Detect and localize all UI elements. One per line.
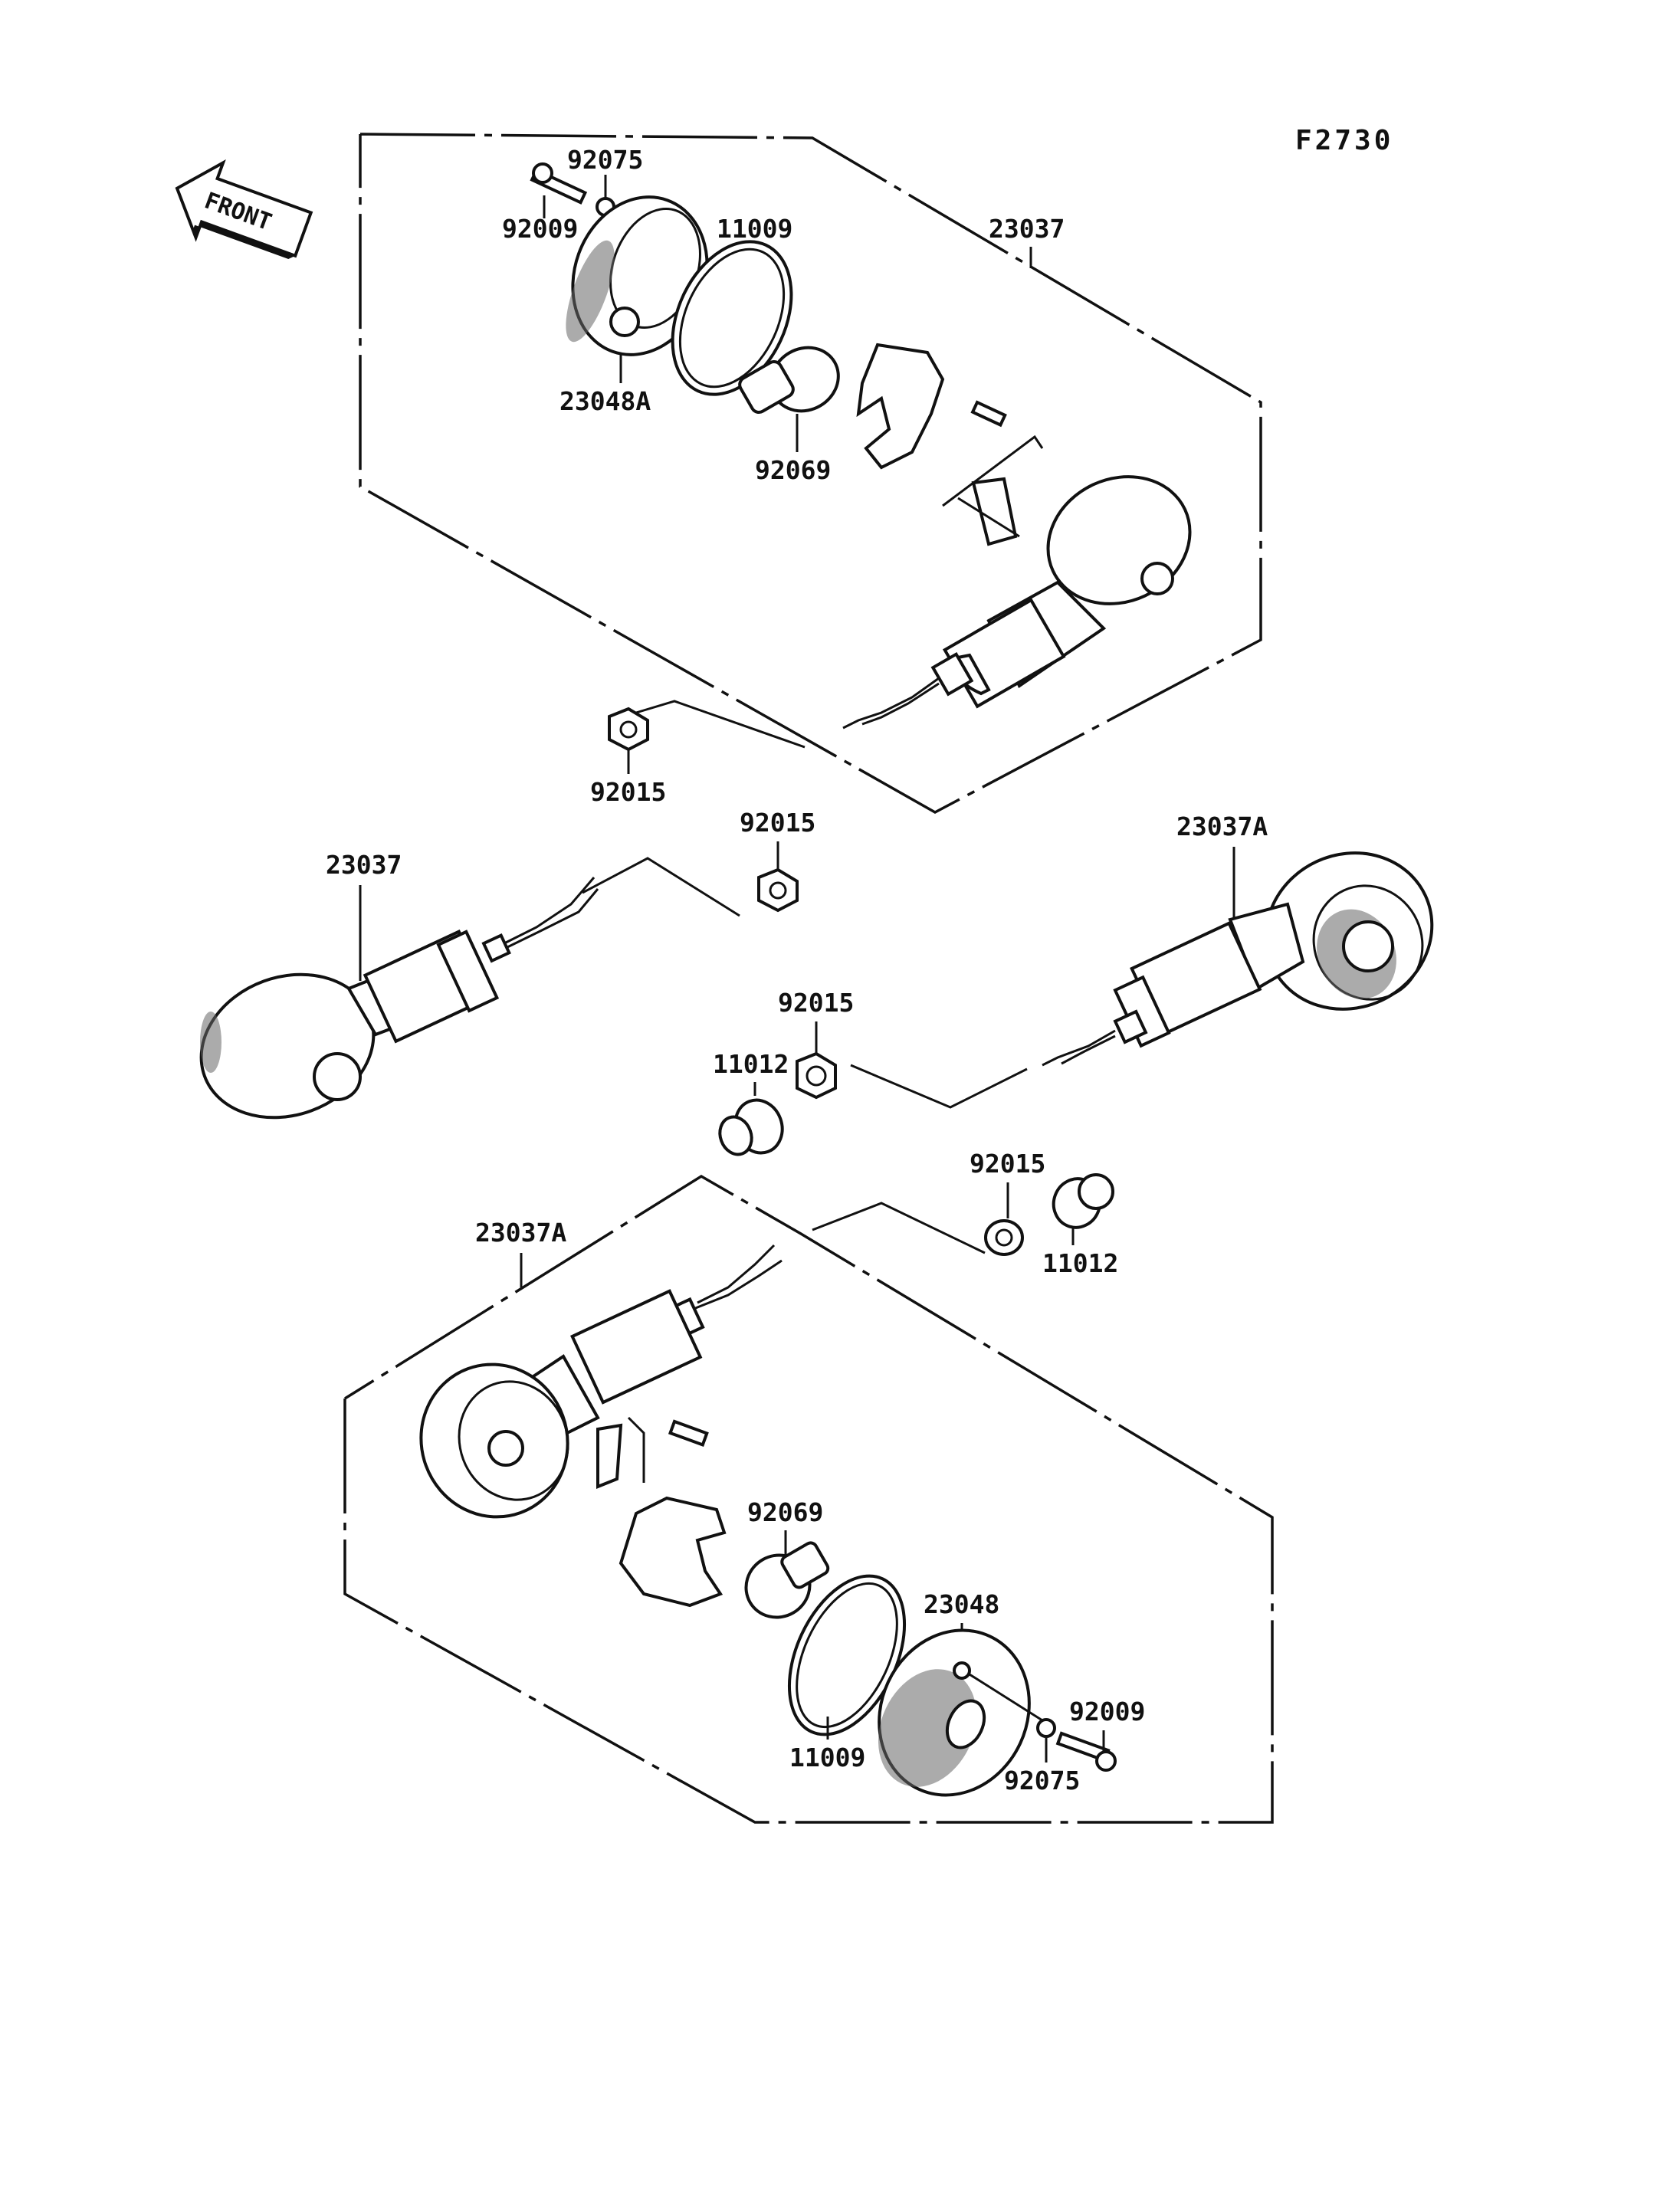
- top-group: 23037 92075 92009 11009 23048A 9206: [359, 133, 1262, 814]
- turn-signal-23037a-bottom: [419, 1289, 705, 1519]
- top-assembly-label: 23037: [989, 214, 1065, 244]
- nut-92015-middle-left: [757, 867, 799, 913]
- middle-left-wire: [505, 877, 596, 944]
- middle-right-part-92015: 92015: [778, 988, 854, 1018]
- screw-92009: [530, 162, 588, 205]
- bottom-group: 23037A 92015 11012: [343, 1149, 1274, 1824]
- bottom-part-11009: 11009: [789, 1743, 865, 1772]
- front-direction-arrow-icon: FRONT: [175, 159, 313, 260]
- socket-bracket-bottom: [619, 1496, 727, 1608]
- bottom-part-92009: 92009: [1069, 1697, 1145, 1726]
- turn-signal-23037-middle-left: [199, 930, 511, 1120]
- top-part-92015: 92015: [590, 777, 666, 807]
- bulb-92069: [738, 346, 840, 414]
- bracket-screw: [970, 400, 1007, 428]
- middle-right-group: 23037A 92015 11012: [713, 812, 1434, 1156]
- middle-left-group: 23037 92015: [199, 808, 815, 1120]
- grommet-11012-middle-right: [718, 1098, 784, 1156]
- top-part-92069: 92069: [755, 455, 831, 485]
- washer-92075-bottom: [1036, 1718, 1056, 1738]
- bottom-part-92075: 92075: [1004, 1766, 1080, 1795]
- bottom-group-boundary: [343, 1174, 1274, 1824]
- turn-signal-23037-top: [930, 475, 1192, 709]
- nut-92015-top: [608, 707, 649, 752]
- middle-left-assembly-label: 23037: [326, 850, 402, 880]
- top-group-boundary: [359, 133, 1262, 814]
- bottom-assembly-label: 23037A: [475, 1218, 566, 1248]
- top-part-92009: 92009: [502, 214, 578, 244]
- bracket-screw-bottom: [668, 1419, 709, 1447]
- top-part-11009: 11009: [717, 214, 792, 244]
- top-part-23048a: 23048A: [559, 386, 651, 416]
- wire-clip-bottom: [596, 1423, 623, 1489]
- screw-92009-bottom: [1055, 1731, 1117, 1772]
- figure-code: F2730: [1295, 125, 1393, 156]
- bulb-92069-bottom: [744, 1541, 830, 1619]
- washer-92015-bottom: [984, 1219, 1024, 1256]
- middle-right-wire: [1042, 1029, 1116, 1067]
- middle-right-part-11012: 11012: [713, 1049, 789, 1079]
- middle-right-assembly-label: 23037A: [1176, 812, 1268, 841]
- lens-23048: [878, 1628, 1031, 1797]
- bottom-part-92015: 92015: [970, 1149, 1045, 1179]
- turn-signal-23037a-middle-right: [1113, 851, 1434, 1048]
- middle-left-part-92015: 92015: [740, 808, 815, 838]
- nut-92015-middle-right: [796, 1051, 837, 1100]
- bottom-part-92069: 92069: [747, 1497, 823, 1527]
- top-part-92075: 92075: [567, 145, 643, 175]
- grommet-11012-bottom: [1052, 1173, 1114, 1229]
- socket-bracket: [856, 343, 945, 470]
- bottom-part-11012: 11012: [1042, 1248, 1118, 1278]
- top-signal-wire: [842, 677, 940, 730]
- bottom-wire: [697, 1244, 776, 1304]
- bottom-part-23048: 23048: [924, 1589, 999, 1619]
